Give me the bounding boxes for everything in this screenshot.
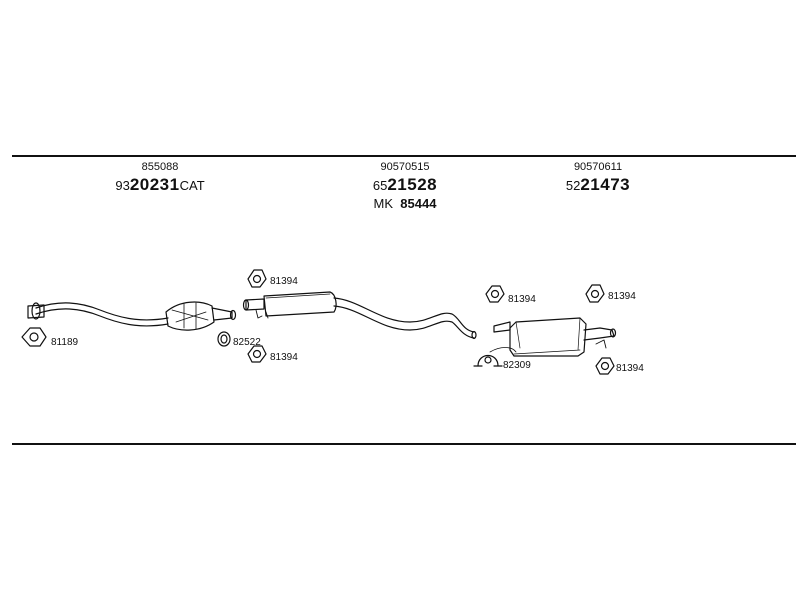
rubber-hanger-icon	[247, 345, 267, 363]
callout-label: 81394	[508, 294, 536, 305]
part-number: 90570611	[573, 161, 623, 173]
mounting-kit-code: MK 85444	[315, 197, 495, 210]
group-header-middle: 90570515 6521528 MK 85444	[315, 161, 495, 211]
part-code: 6521528	[315, 176, 495, 194]
part-number: 90570515	[380, 161, 430, 173]
part-code: 5221473	[508, 176, 688, 194]
rear-silencer	[489, 317, 617, 357]
mk-prefix: MK	[373, 196, 394, 211]
code-suffix: CAT	[179, 178, 205, 193]
middle-silencer	[242, 291, 477, 340]
callout-label: 81394	[616, 363, 644, 374]
rubber-hanger-icon	[247, 269, 267, 288]
code-prefix: 52	[565, 178, 581, 193]
top-rule	[12, 155, 796, 157]
front-pipe-catalytic-converter	[27, 301, 237, 331]
code-main: 21528	[387, 175, 438, 194]
code-prefix: 65	[372, 178, 388, 193]
clamp-icon	[473, 354, 503, 367]
part-code: 9320231CAT	[70, 176, 250, 194]
rubber-hanger-icon	[585, 284, 605, 303]
callout-label: 81189	[51, 337, 79, 348]
bottom-rule	[12, 443, 796, 445]
group-header-rear: 90570611 5221473	[508, 162, 688, 194]
code-main: 20231	[129, 175, 180, 194]
part-number: 855088	[141, 161, 179, 173]
code-main: 21473	[580, 175, 631, 194]
mk-main: 85444	[400, 196, 437, 211]
rubber-hanger-icon	[595, 357, 615, 375]
code-prefix: 93	[115, 178, 130, 193]
callout-label: 82309	[503, 360, 531, 371]
callout-label: 81394	[270, 276, 298, 287]
group-header-front: 855088 9320231CAT	[70, 162, 250, 194]
callout-label: 82522	[233, 337, 261, 348]
callout-label: 81394	[608, 291, 636, 302]
callout-label: 81394	[270, 352, 298, 363]
gasket-icon	[21, 327, 47, 347]
rubber-hanger-icon	[485, 285, 505, 303]
gasket-icon	[217, 331, 231, 347]
